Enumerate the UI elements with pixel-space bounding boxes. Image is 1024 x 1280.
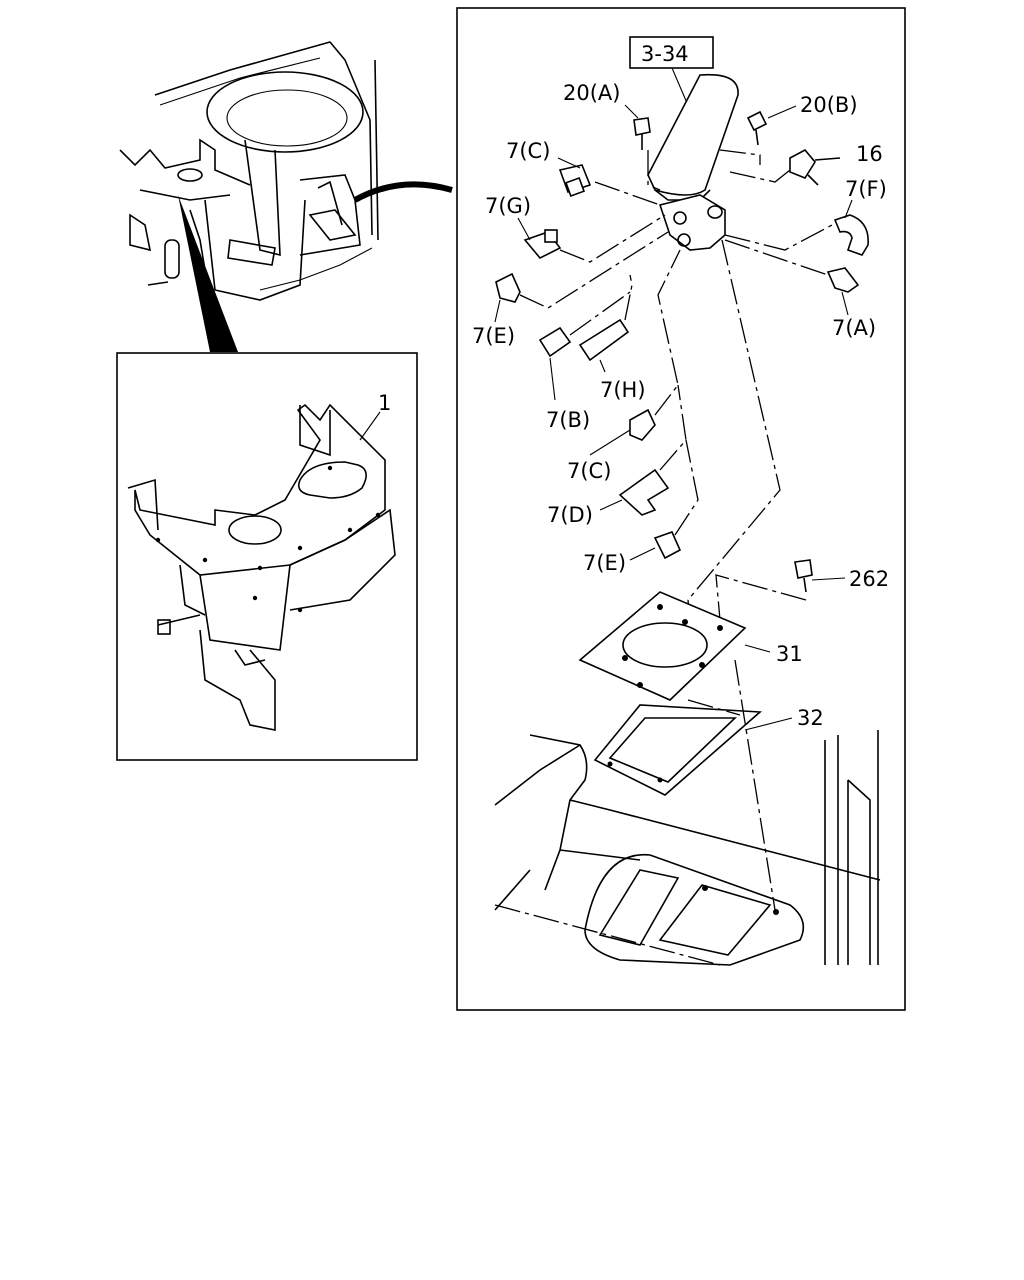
label-7h: 7(H) [600,378,646,402]
label-7e-low: 7(E) [583,551,626,575]
shift-lever-knob [647,73,739,196]
bolt-20b [746,110,768,132]
elbow-7e-low [653,530,682,560]
main-exploded-view: 3-34 20(A) 20(B) 16 7(C) [456,7,906,1011]
cab-overview [119,41,453,352]
fitting-7a [826,267,860,293]
label-7g: 7(G) [485,194,531,218]
label-bracket: 1 [378,391,391,415]
label-20b: 20(B) [800,93,858,117]
valve-body [658,194,726,251]
label-262: 262 [849,567,889,591]
label-20a: 20(A) [563,81,620,105]
label-7c-mid: 7(C) [567,459,611,483]
bolt-20a [633,117,651,136]
reference-box [629,36,714,69]
bracket-inset: 1 [116,352,418,761]
label-7e-top: 7(E) [472,324,515,348]
label-7d: 7(D) [547,503,593,527]
elbow-7f [833,214,869,256]
elbow-7c-mid [629,408,656,441]
elbow-7e-top [495,272,521,303]
label-16: 16 [856,142,883,166]
label-32: 32 [797,706,824,730]
label-7b: 7(B) [546,408,590,432]
nipple-7h [578,318,630,362]
fitting-7b [538,326,572,358]
label-7a: 7(A) [832,316,876,340]
switch-16 [789,148,816,179]
label-7c-top: 7(C) [506,139,550,163]
label-7f: 7(F) [845,177,887,201]
tee-7d [618,468,670,516]
bolt-262 [794,559,813,579]
label-ref-3-34: 3-34 [641,42,689,66]
label-31: 31 [776,642,803,666]
